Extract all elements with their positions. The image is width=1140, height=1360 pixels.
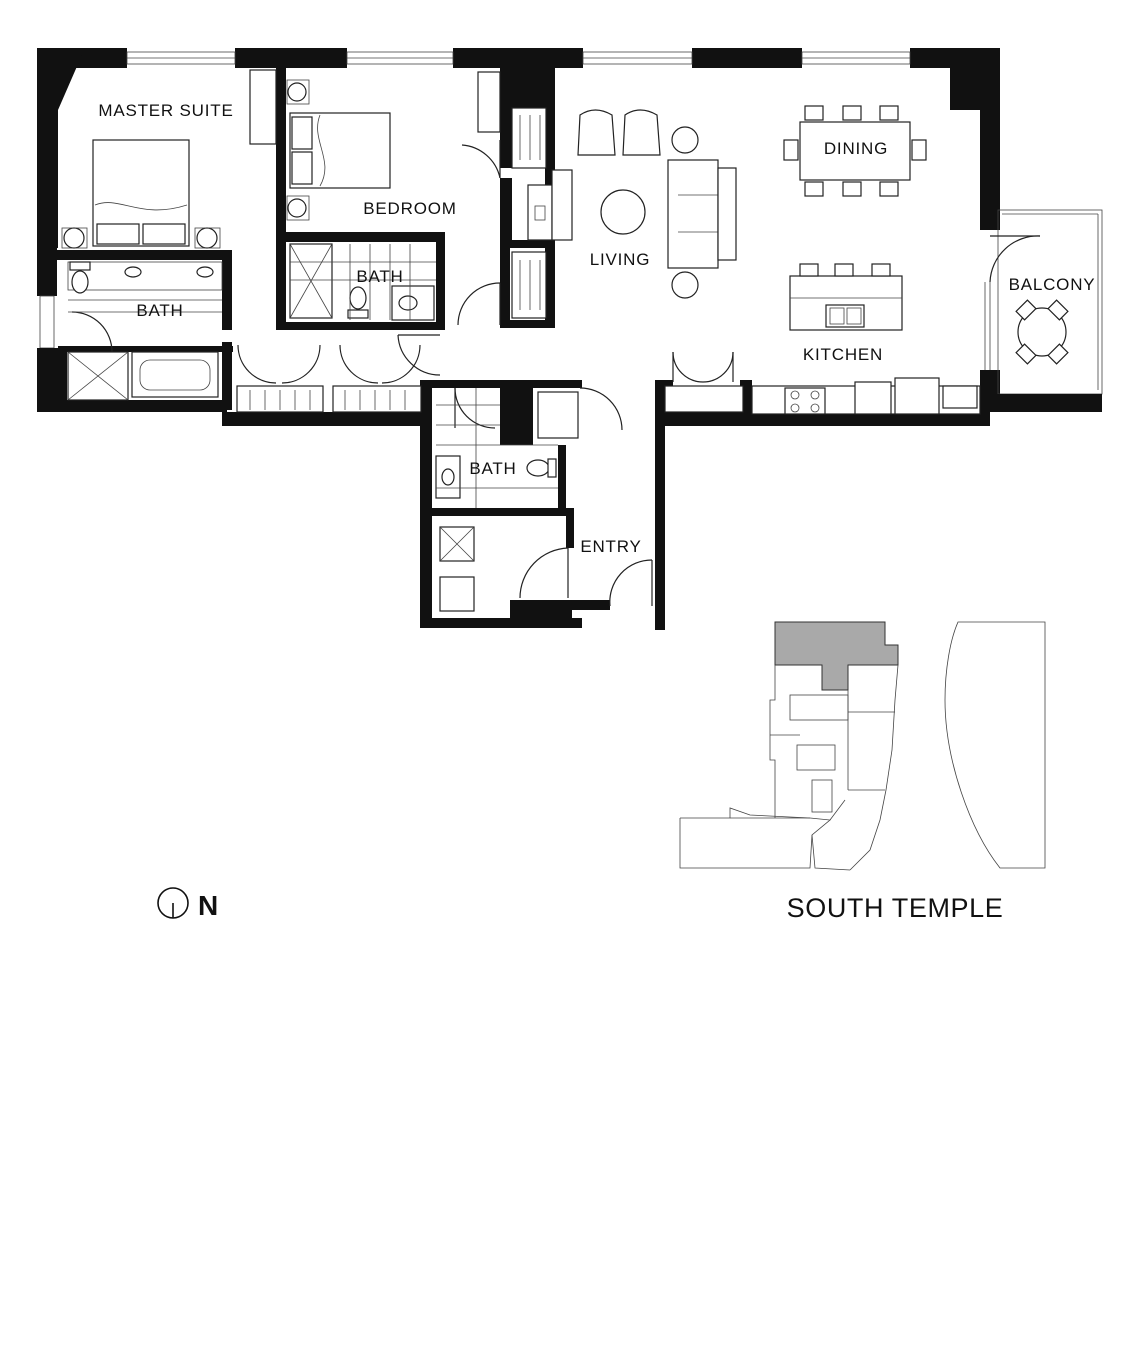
- laundry: [439, 526, 475, 612]
- label-balcony: BALCONY: [1009, 275, 1096, 294]
- kitchen-island: [789, 263, 903, 331]
- master-bath-fixtures: [67, 261, 223, 401]
- label-bath-bedroom: BATH: [356, 267, 403, 286]
- north-arrow-icon: [157, 887, 189, 919]
- master-bed: [61, 139, 221, 249]
- label-bath-entry: BATH: [469, 459, 516, 478]
- label-master-suite: MASTER SUITE: [98, 101, 233, 120]
- closets: [236, 69, 744, 439]
- unit-highlight: [774, 621, 899, 691]
- dining-furniture: [783, 105, 927, 197]
- north-arrow: N: [157, 887, 218, 921]
- kitchen-counter: [751, 377, 981, 415]
- hall-bath-fixtures: [435, 388, 558, 508]
- label-bath-master: BATH: [136, 301, 183, 320]
- living-furniture: [527, 109, 737, 299]
- north-letter: N: [198, 890, 218, 921]
- label-kitchen: KITCHEN: [803, 345, 883, 364]
- key-plan-building: [679, 664, 899, 871]
- label-living: LIVING: [590, 250, 651, 269]
- key-plan: SOUTH TEMPLE: [679, 621, 1046, 923]
- balcony-table: [1015, 299, 1069, 365]
- label-bedroom: BEDROOM: [363, 199, 456, 218]
- label-entry: ENTRY: [580, 537, 641, 556]
- bedroom-bed: [286, 79, 391, 221]
- doors: [71, 140, 1041, 607]
- label-dining: DINING: [824, 139, 888, 158]
- bedroom-bath-fixtures: [289, 243, 436, 321]
- walls: [37, 48, 1103, 630]
- key-plan-caption: SOUTH TEMPLE: [787, 893, 1004, 923]
